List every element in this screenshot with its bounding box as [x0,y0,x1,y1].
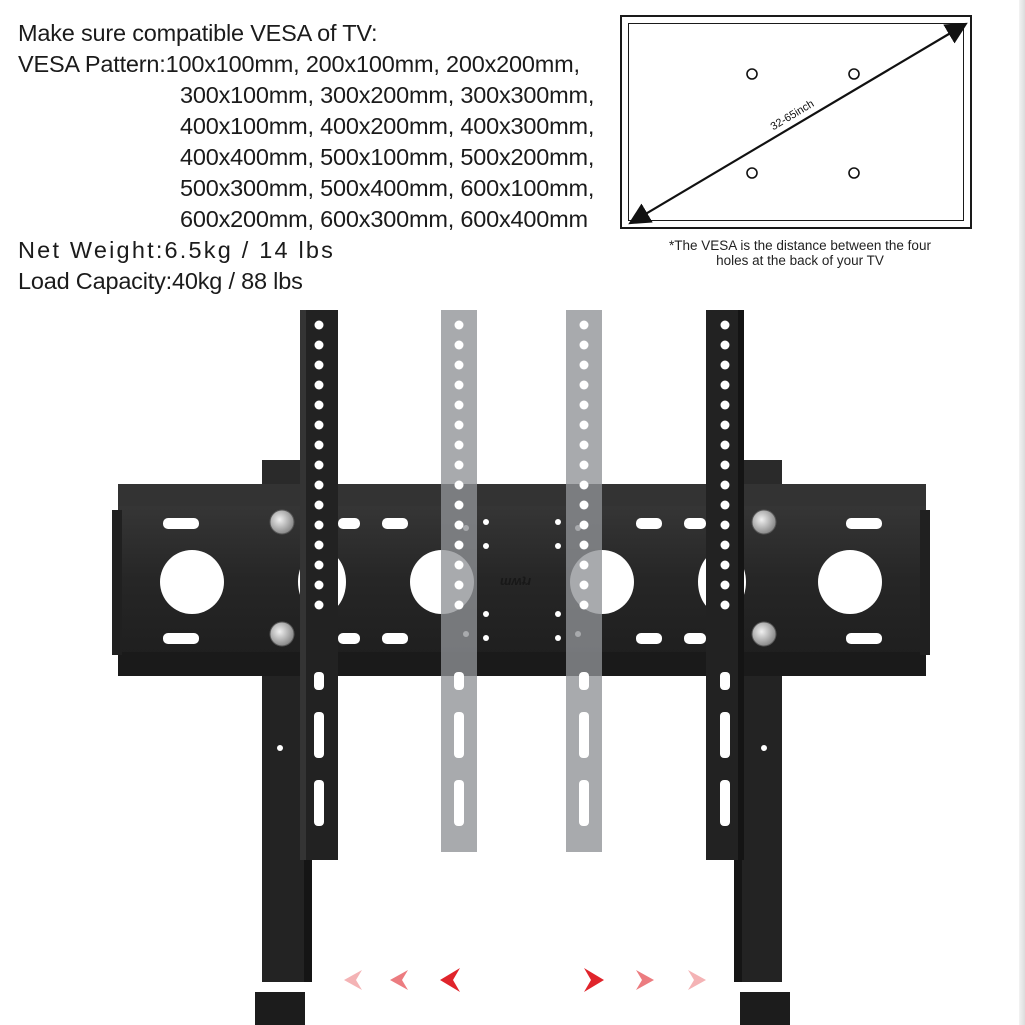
vesa-hole [848,68,860,80]
vesa-caption: *The VESA is the distance between the fo… [620,238,980,268]
vesa-pattern-line: 500x300mm, 500x400mm, 600x100mm, [180,175,595,201]
vesa-pattern-label: VESA Pattern: [18,51,166,77]
vesa-diagram-drawing: 32-65inch [628,22,968,225]
chevron-right-icon [584,968,706,992]
image-edge-shadow [1019,0,1025,1025]
ghost-arm-holes [454,320,589,826]
black-arm-holes [277,320,767,826]
vesa-diagram: 32-65inch [620,15,972,229]
vesa-pattern-line: 400x100mm, 400x200mm, 400x300mm, [180,113,595,139]
caption-line: *The VESA is the distance between the fo… [669,238,931,253]
spec-heading: Make sure compatible VESA of TV: [18,20,378,46]
mounting-bolts [269,509,777,647]
diagonal-arrow [628,22,968,225]
vesa-hole [848,167,860,179]
load-capacity: Load Capacity:40kg / 88 lbs [18,268,303,294]
brand-emboss: ɯʍʇɹ [500,573,531,588]
vesa-pattern-row: VESA Pattern:100x100mm, 200x100mm, 200x2… [18,49,594,80]
plate-slots [163,518,882,644]
vesa-pattern-line: 300x100mm, 300x200mm, 300x300mm, [180,82,595,108]
vesa-pattern-line: 600x200mm, 600x300mm, 600x400mm [180,206,588,232]
vesa-pattern-line: 100x100mm, 200x100mm, 200x200mm, [165,51,580,77]
chevron-left-icon [344,968,460,992]
vesa-hole [746,167,758,179]
caption-line: holes at the back of your TV [716,253,884,268]
spec-text: Make sure compatible VESA of TV: VESA Pa… [18,18,594,297]
vesa-pattern-line: 400x400mm, 500x100mm, 500x200mm, [180,144,595,170]
vesa-hole [746,68,758,80]
net-weight: Net Weight:6.5kg / 14 lbs [18,237,336,263]
